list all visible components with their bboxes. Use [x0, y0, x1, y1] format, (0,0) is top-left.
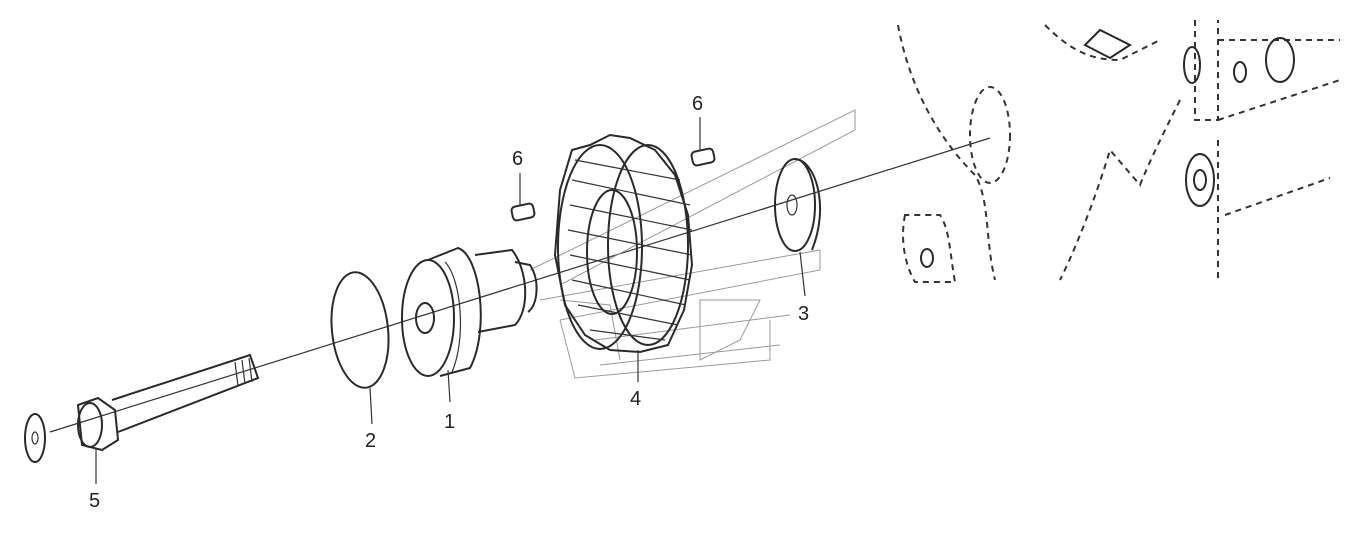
part-3-washer — [774, 158, 821, 252]
callout-labels: 1 2 3 4 5 6 6 — [89, 93, 809, 512]
part-5-bolt — [24, 353, 260, 463]
callout-6-right: 6 — [692, 93, 703, 115]
leader-lines — [95, 117, 806, 484]
callout-5: 5 — [89, 490, 100, 512]
callout-4: 4 — [630, 388, 641, 410]
callout-2: 2 — [365, 430, 376, 452]
part-2-o-ring — [330, 271, 390, 389]
part-4-gear — [553, 133, 694, 354]
part-6-pin-left — [510, 202, 536, 222]
ghost-outline — [529, 109, 856, 379]
assembly-axis-line — [49, 137, 991, 433]
part-1-hub — [401, 246, 538, 377]
callout-1: 1 — [444, 411, 455, 433]
callout-6-left: 6 — [512, 148, 523, 170]
part-6-pin-right — [690, 147, 716, 167]
engine-housing — [897, 20, 1341, 283]
callout-3: 3 — [798, 303, 809, 325]
